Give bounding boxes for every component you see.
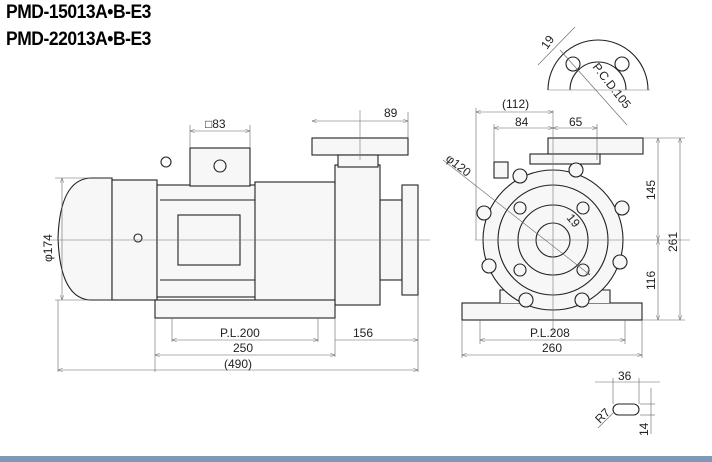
dim-slot-length: 36 [618,369,632,383]
pump-casing [334,164,381,306]
outlet-neck [337,154,379,168]
front-view: (112) 84 65 φ120 19 145 116 261 P.L.208 … [442,97,690,358]
bolt [133,233,143,243]
dim-front-pl: P.L.208 [530,326,570,340]
slot-detail: 36 14 R7 [592,369,660,436]
front-outlet-flange [547,137,644,155]
front-cable-gland [493,161,509,179]
dim-height: 261 [666,232,680,252]
dim-pl: P.L.200 [220,326,260,340]
flange-hole [565,56,581,72]
cable-gland [213,159,227,173]
dim-slot-width: 14 [637,422,651,436]
footer-band [0,456,712,462]
dim-outlet-offset: 89 [384,106,398,120]
casing-bolts [476,162,630,308]
dim-right: 65 [569,115,583,129]
dim-square: □83 [205,117,226,131]
dim-width-overall: (112) [502,97,529,111]
dim-base: 250 [233,341,253,355]
dim-dia: φ120 [443,151,474,179]
flange-detail: 19 P.C.D.105 [537,26,650,126]
pump-bracket [254,181,336,303]
dim-lower: 116 [644,271,658,290]
side-view: □83 89 φ174 P.L.200 156 250 (490) [41,106,430,372]
dim-slot-radius: R7 [592,405,613,426]
dim-inlet: 156 [353,326,373,340]
eye-bolt [160,156,172,168]
dim-front-base: 260 [542,341,562,355]
dim-flange-hole: 19 [538,32,557,51]
model-title-2: PMD-22013A•B-E3 [6,29,151,50]
motor-fan-cover [57,177,113,301]
base-plate [154,299,336,319]
slot-shape [612,403,640,416]
dim-left: 84 [515,115,529,129]
dim-motor-dia: φ174 [41,234,55,262]
dim-upper: 145 [644,180,658,200]
model-title-1: PMD-15013A•B-E3 [6,2,151,23]
terminal-box [189,147,251,187]
dim-total: (490) [224,357,252,371]
